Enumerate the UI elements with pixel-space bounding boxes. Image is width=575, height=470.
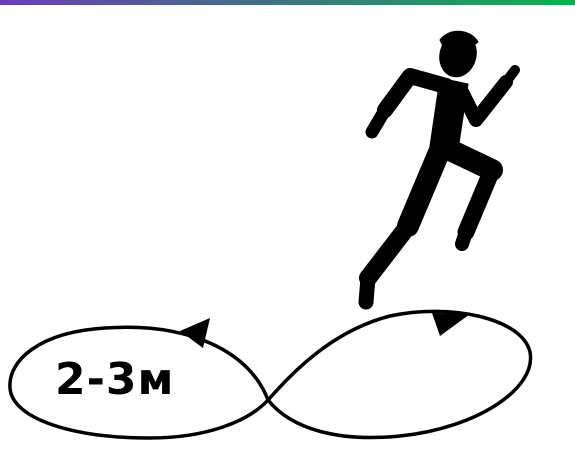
arrow-head-icon xyxy=(180,318,210,348)
header-gradient-bar xyxy=(0,0,575,5)
arrow-head-icon xyxy=(432,313,470,336)
runner-icon xyxy=(358,30,520,310)
figure-eight-path xyxy=(8,309,533,440)
distance-label: 2-3м xyxy=(55,354,175,405)
